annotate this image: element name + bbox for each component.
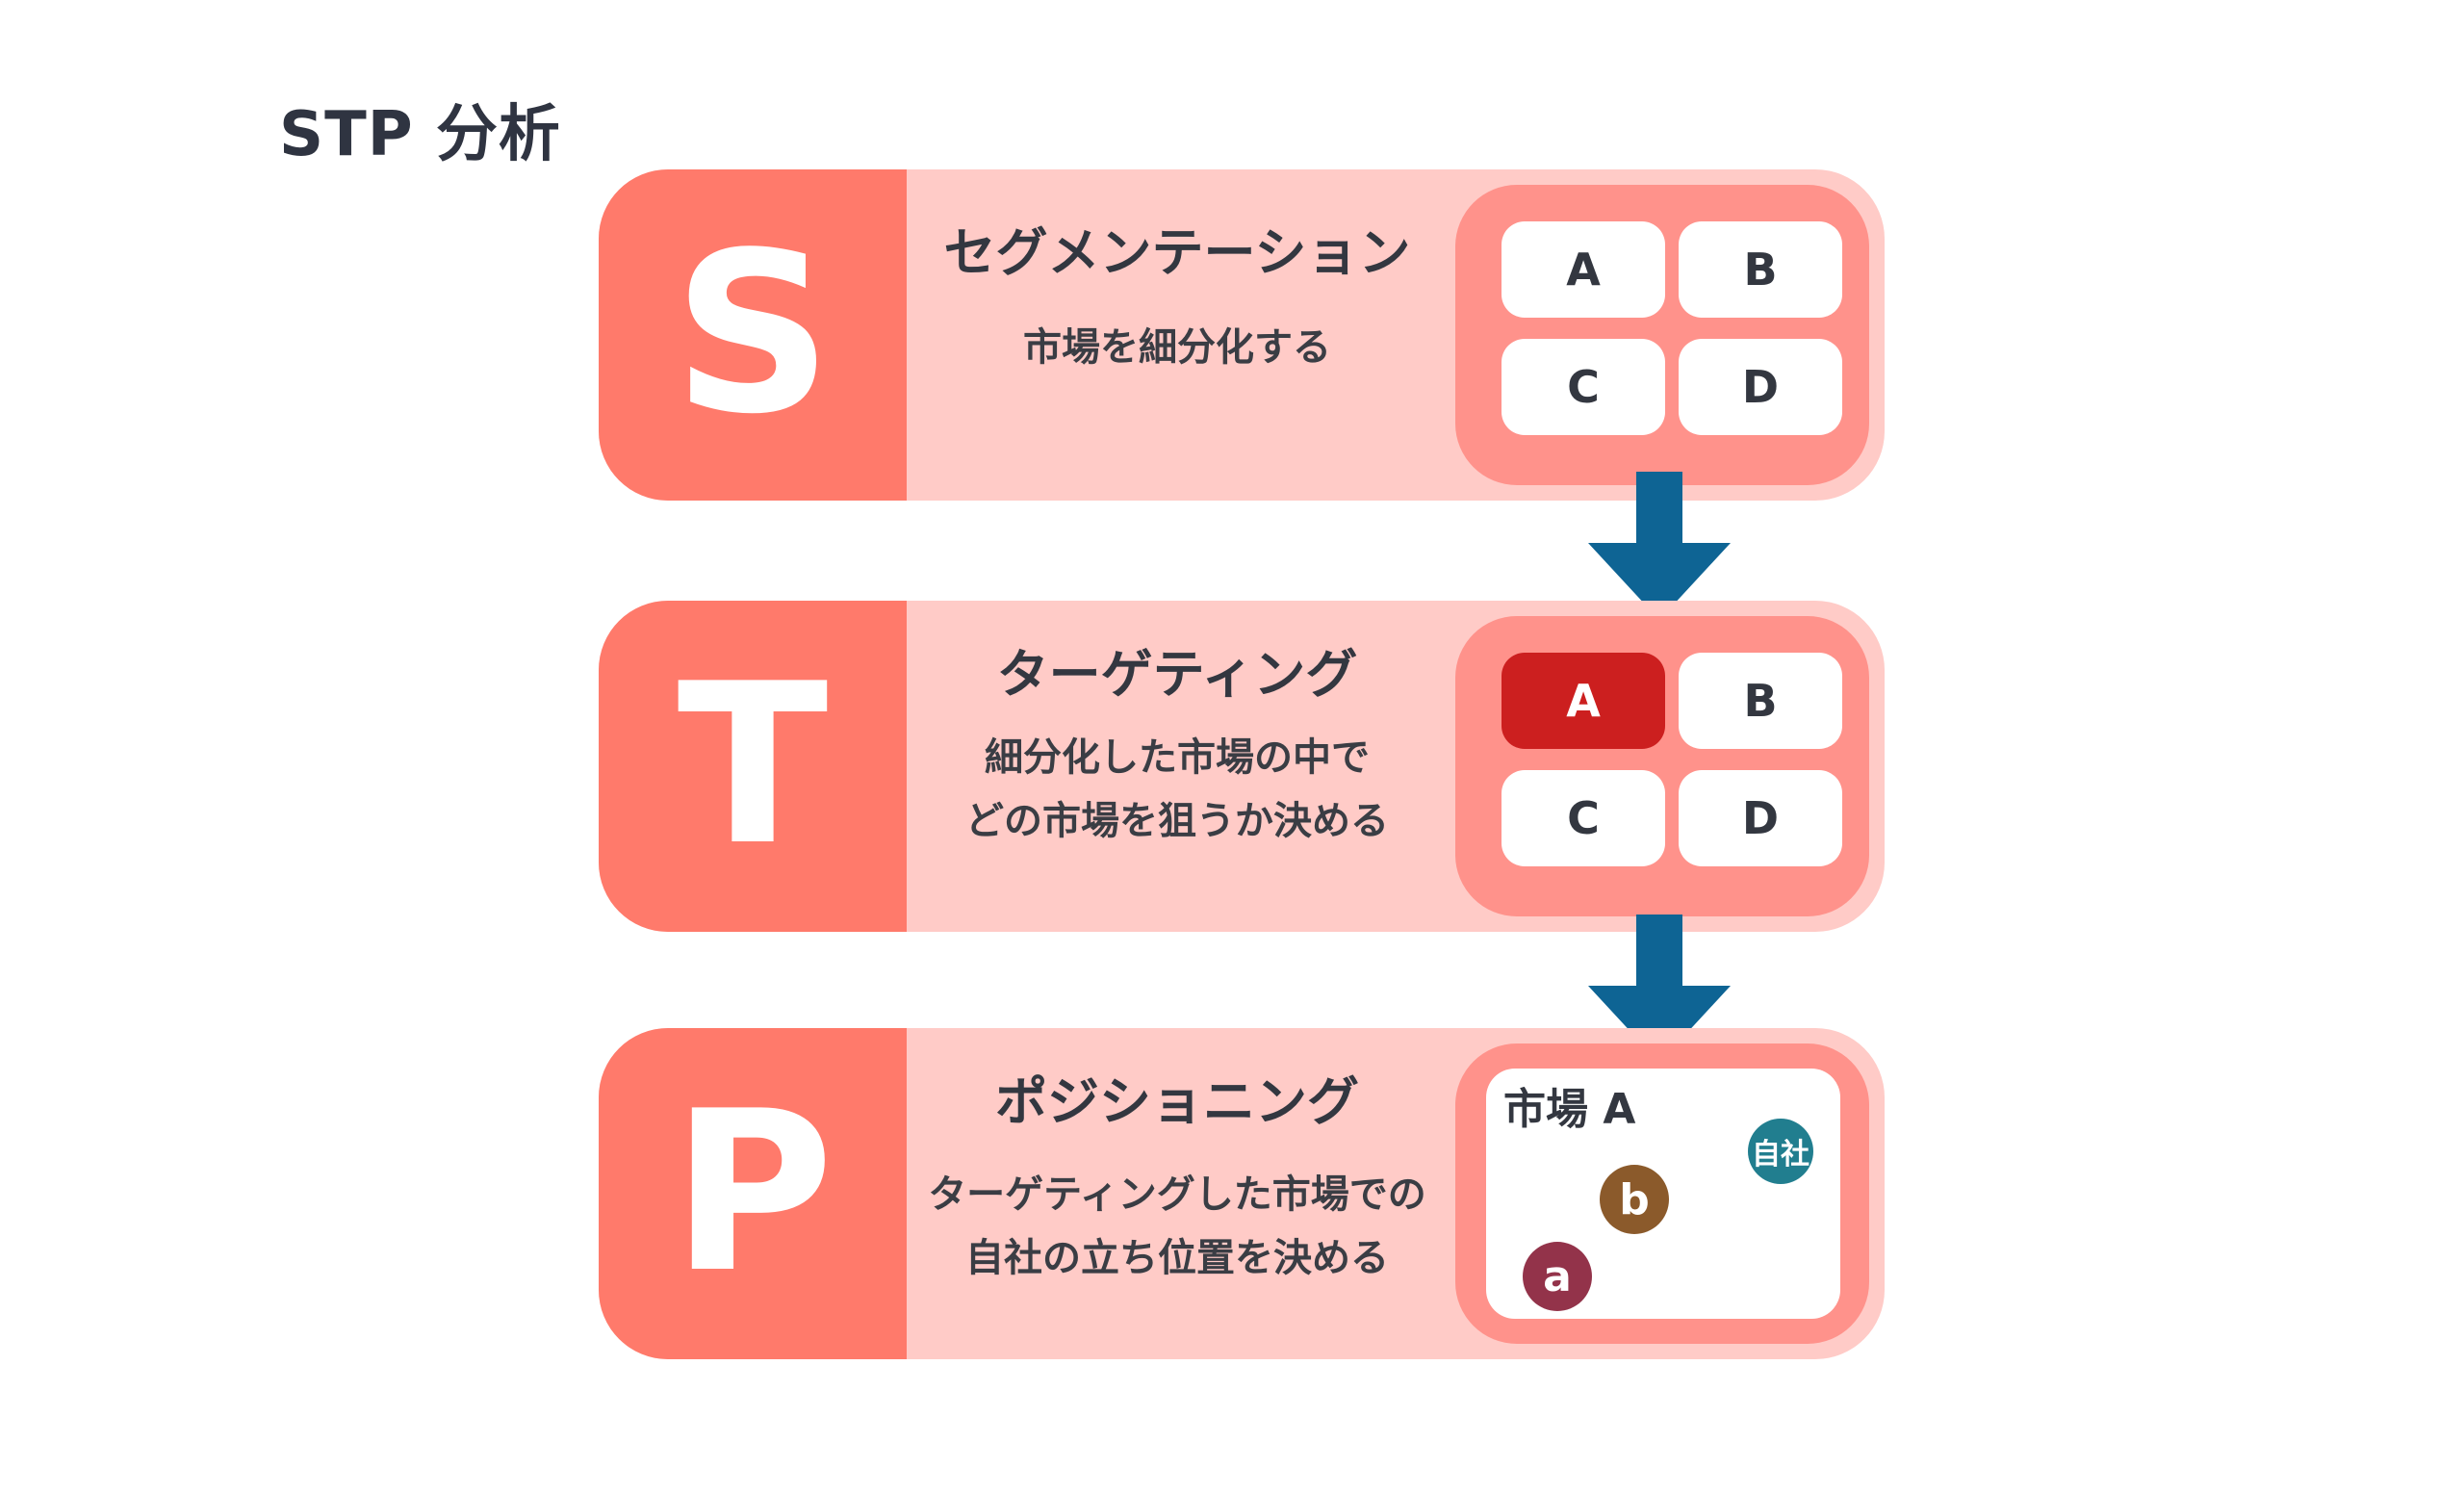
step-title: ターゲティング bbox=[996, 644, 1358, 705]
step-letter-box: T bbox=[599, 601, 907, 932]
step-letter: S bbox=[673, 206, 833, 463]
step-description: ターゲティングした市場での 自社の立ち位置を決める bbox=[907, 1163, 1448, 1290]
segment-grid: A B C D bbox=[1455, 185, 1869, 485]
step-description: 市場を細分化する bbox=[907, 316, 1448, 379]
segment-cell-a-selected: A bbox=[1502, 653, 1665, 749]
step-text: ポジショニング ターゲティングした市場での 自社の立ち位置を決める bbox=[907, 1028, 1448, 1359]
step-text: ターゲティング 細分化した市場の中で どの市場を狙うか決める bbox=[907, 601, 1448, 932]
step-description-line: 細分化した市場の中で bbox=[985, 735, 1370, 780]
market-label: 市場 A bbox=[1503, 1085, 1636, 1134]
down-arrow-icon bbox=[1588, 472, 1731, 620]
step-letter: T bbox=[677, 637, 829, 894]
positioning-panel: 市場 A 自社 b a bbox=[1455, 1043, 1869, 1344]
step-segmentation: S セグメンテーション 市場を細分化する A B C D bbox=[599, 169, 1885, 501]
step-text: セグメンテーション 市場を細分化する bbox=[907, 169, 1448, 501]
step-letter: P bbox=[671, 1065, 834, 1322]
market-map: 市場 A 自社 b a bbox=[1486, 1069, 1840, 1319]
competitor-b-marker: b bbox=[1600, 1165, 1669, 1234]
segment-cell-d: D bbox=[1679, 770, 1842, 866]
step-description-line: ターゲティングした市場での bbox=[928, 1172, 1426, 1217]
segment-cell-c: C bbox=[1502, 770, 1665, 866]
step-letter-box: S bbox=[599, 169, 907, 501]
down-arrow-icon bbox=[1588, 914, 1731, 1063]
segment-cell-d: D bbox=[1679, 339, 1842, 435]
segment-cell-b: B bbox=[1679, 653, 1842, 749]
segment-cell-c: C bbox=[1502, 339, 1665, 435]
competitor-a-marker: a bbox=[1523, 1242, 1592, 1311]
step-description: 細分化した市場の中で どの市場を狙うか決める bbox=[907, 726, 1448, 853]
segment-cell-b: B bbox=[1679, 221, 1842, 318]
step-title: ポジショニング bbox=[995, 1071, 1359, 1132]
step-description-line: 自社の立ち位置を決める bbox=[965, 1236, 1389, 1280]
step-positioning: P ポジショニング ターゲティングした市場での 自社の立ち位置を決める 市場 A… bbox=[599, 1028, 1885, 1359]
own-company-marker: 自社 bbox=[1748, 1119, 1813, 1184]
step-targeting: T ターゲティング 細分化した市場の中で どの市場を狙うか決める A B C D bbox=[599, 601, 1885, 932]
segment-cell-a: A bbox=[1502, 221, 1665, 318]
step-description-line: 市場を細分化する bbox=[1023, 325, 1331, 370]
segment-grid: A B C D bbox=[1455, 616, 1869, 916]
step-letter-box: P bbox=[599, 1028, 907, 1359]
step-description-line: どの市場を狙うか決める bbox=[965, 799, 1389, 843]
step-title: セグメンテーション bbox=[943, 222, 1411, 283]
page-title: STP 分析 bbox=[279, 99, 561, 170]
